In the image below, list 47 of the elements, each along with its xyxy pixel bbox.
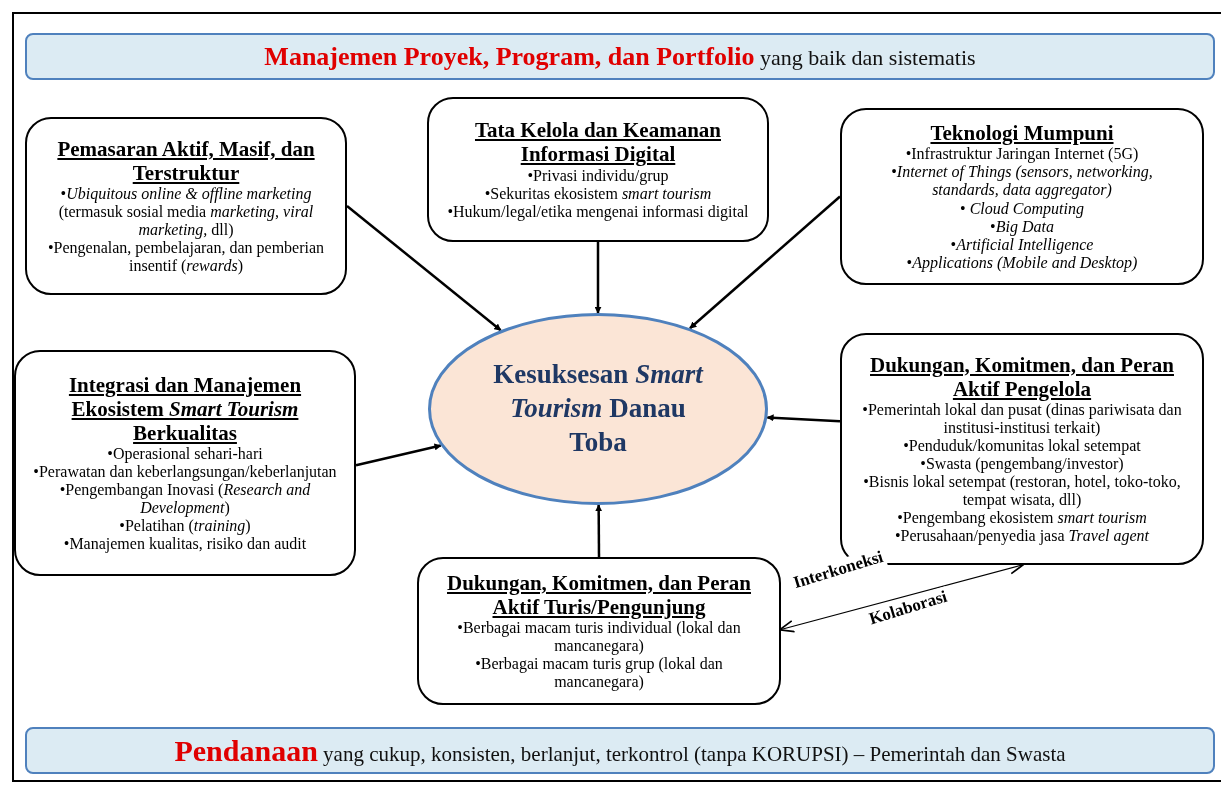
arrow <box>689 195 841 330</box>
factor-card <box>427 97 769 242</box>
bullet-text: •Penduduk/komunitas lokal setempat <box>903 437 1141 456</box>
bullet-text: •Artificial Intelligence <box>950 235 1094 254</box>
bullet-text: •Pelatihan (training) <box>119 517 251 536</box>
bullet-text: •Pengenalan, pembelajaran, dan pemberian insentif (rewards) <box>46 239 326 276</box>
bottom-banner <box>25 727 1215 774</box>
arrow <box>766 414 841 423</box>
bullet-text: •Privasi individu/grup <box>527 166 669 185</box>
bullet-text: •Ubiquitous online & offline marketing (termasuk sosial media marketing, viral marketing, dll) <box>57 184 315 240</box>
bullet-text: •Internet of Things (sensors, networking, standards, data aggregator) <box>890 163 1154 200</box>
bullet-text: •Infrastruktur Jaringan Internet (5G) <box>905 145 1139 164</box>
factor-card <box>840 108 1204 285</box>
bullet-text: •Bisnis lokal setempat (restoran, hotel, toko-toko, tempat wisata, dll) <box>862 473 1182 510</box>
bullet-text: •Swasta (pengembang/investor) <box>920 455 1124 474</box>
bullet-text: •Hukum/legal/etika mengenai informasi digital <box>447 202 749 221</box>
card-heading: Pemasaran Aktif, Masif, dan Terstruktur <box>56 136 316 185</box>
top-banner <box>25 33 1215 80</box>
factor-card <box>25 117 347 295</box>
bullet-text: •Perawatan dan keberlangsungan/keberlanjutan <box>33 463 337 482</box>
card-heading: Dukungan, Komitmen, dan Peran Aktif Pengelola <box>869 352 1175 401</box>
arrow <box>594 242 602 314</box>
card-heading: Dukungan, Komitmen, dan Peran Aktif Turis/Pengunjung <box>446 570 752 619</box>
arrow <box>355 443 442 467</box>
goal-ellipse <box>428 313 768 505</box>
card-heading: Tata Kelola dan Keamanan Informasi Digital <box>474 118 722 167</box>
bullet-text: •Berbagai macam turis individual (lokal dan mancanegara) <box>456 619 742 656</box>
goal-text: Kesuksesan Smart Tourism Danau Toba <box>492 358 705 459</box>
bullet-text: •Operasional sehari-hari <box>107 444 263 464</box>
factor-card <box>417 557 781 705</box>
arrow <box>346 205 502 332</box>
bullet-text: •Sekuritas ekosistem smart tourism <box>484 184 712 203</box>
bullet-text: •Big Data <box>990 217 1054 236</box>
banner-text: Manajemen Proyek, Program, dan Portfolio yang baik dan sistematis <box>264 41 976 72</box>
factor-card <box>14 350 356 576</box>
bullet-text: •Berbagai macam turis grup (lokal dan mancanegara) <box>474 655 724 692</box>
bullet-text: •Pengembangan Inovasi (Research and Development) <box>58 481 312 518</box>
bullet-text: •Pengembang ekosistem smart tourism <box>897 509 1147 528</box>
banner-text: Pendanaan yang cukup, konsisten, berlanjut, terkontrol (tanpa KORUPSI) – Pemerintah dan Swasta <box>174 733 1066 768</box>
card-heading: Integrasi dan Manajemen Ekosistem Smart Tourism Berkualitas <box>67 372 303 445</box>
bullet-text: •Pemerintah lokal dan pusat (dinas pariwisata dan institusi-institusi terkait) <box>861 400 1183 437</box>
card-heading: Teknologi Mumpuni <box>930 121 1114 146</box>
bullet-text: •Perusahaan/penyedia jasa Travel agent <box>895 527 1149 546</box>
bullet-text: • Cloud Computing <box>960 199 1084 218</box>
arrow <box>595 504 603 557</box>
bullet-text: •Applications (Mobile and Desktop) <box>906 253 1138 272</box>
bullet-text: •Manajemen kualitas, risiko dan audit <box>63 535 307 554</box>
